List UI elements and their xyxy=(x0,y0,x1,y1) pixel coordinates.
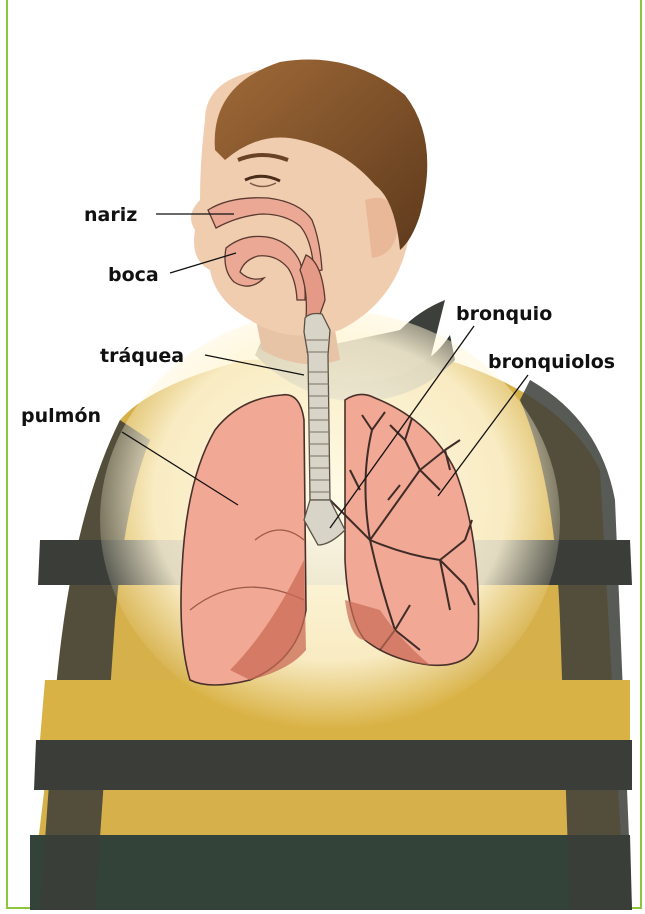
label-bronquio: bronquio xyxy=(456,303,552,325)
label-pulmon: pulmón xyxy=(21,405,101,427)
label-nariz: nariz xyxy=(84,204,137,226)
label-traquea: tráquea xyxy=(100,345,184,367)
label-bronquiolos: bronquiolos xyxy=(488,351,615,373)
label-boca: boca xyxy=(108,264,159,286)
